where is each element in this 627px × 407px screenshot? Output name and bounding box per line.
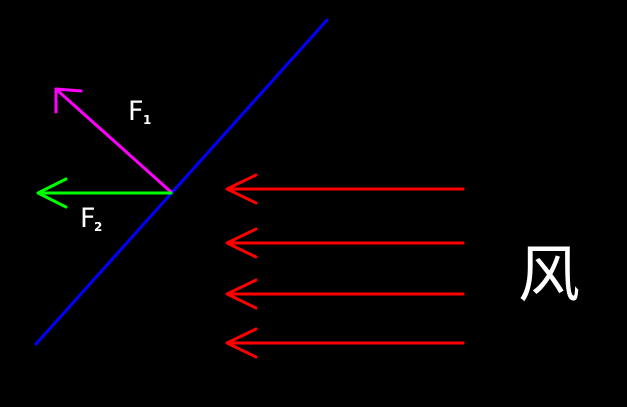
wind-arrows <box>225 173 465 359</box>
wind-arrow-2 <box>225 227 465 259</box>
wind-arrow-1 <box>225 173 465 205</box>
inclined-surface-line <box>34 18 329 346</box>
f1-label-subscript: 1 <box>143 113 151 127</box>
f2-label-main: F <box>80 203 96 234</box>
f1-label: F 1 <box>128 96 151 127</box>
wind-label: 风 <box>518 238 580 311</box>
force-f2-arrow <box>36 177 173 209</box>
wind-arrow-3 <box>225 278 465 310</box>
force-f1-arrow <box>54 87 173 194</box>
f2-label: F 2 <box>80 203 102 234</box>
f2-label-subscript: 2 <box>94 220 102 234</box>
force-f1-arrowhead <box>54 87 83 114</box>
force-f1-shaft <box>55 88 173 194</box>
force-f2-arrowhead <box>36 177 68 209</box>
wind-arrow-4 <box>225 327 465 359</box>
f1-label-main: F <box>128 96 144 127</box>
